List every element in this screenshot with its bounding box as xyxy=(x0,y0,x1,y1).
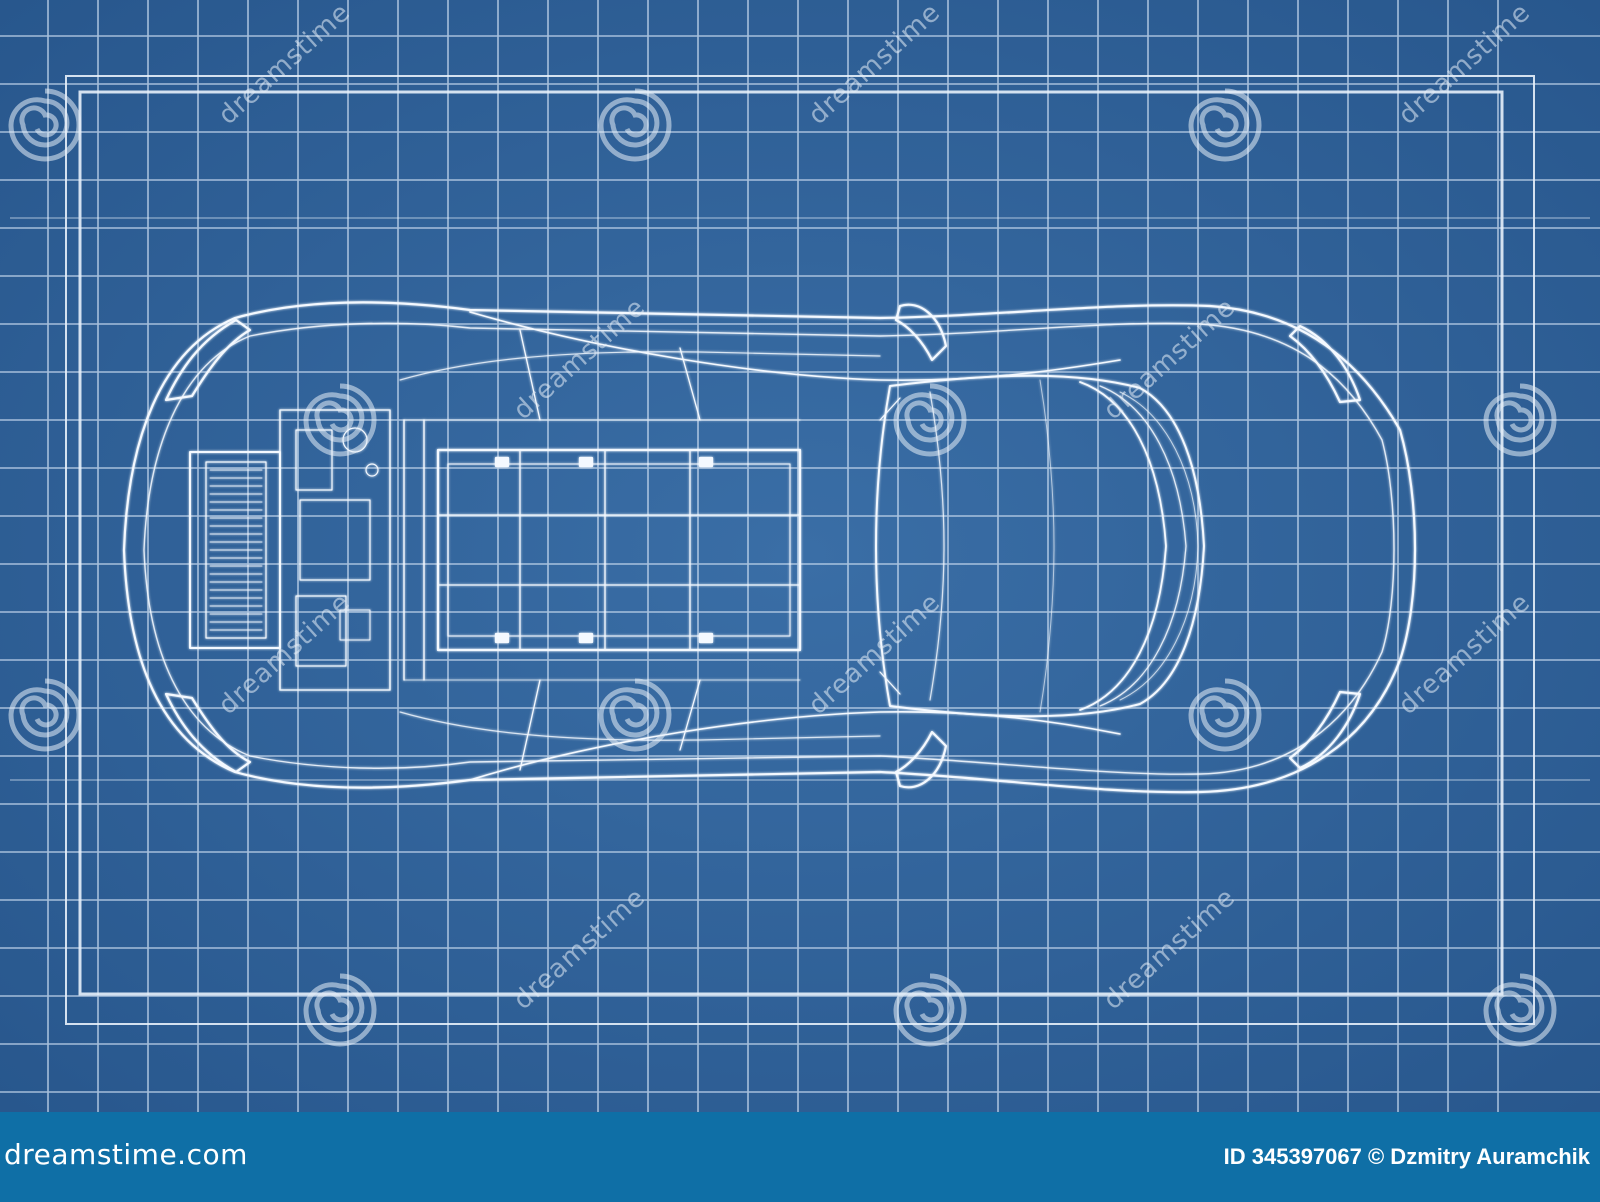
watermark-swirl-icon xyxy=(1483,383,1557,457)
watermark-swirl-icon xyxy=(598,88,672,162)
watermark-swirl-icon xyxy=(303,973,377,1047)
watermark-swirl-icon xyxy=(893,973,967,1047)
car-outline xyxy=(122,301,1417,794)
watermark-swirl-icon xyxy=(1188,88,1262,162)
footer-logo[interactable]: dreamstime.com xyxy=(4,1138,248,1171)
watermark-swirl-icon xyxy=(303,383,377,457)
watermark-swirl-icon xyxy=(8,678,82,752)
watermark-swirl-icon xyxy=(893,383,967,457)
footer-credit: ID 345397067 © Dzmitry Auramchik xyxy=(1223,1144,1590,1169)
watermark-swirl-icon xyxy=(8,88,82,162)
grid-lines xyxy=(0,0,1600,1112)
watermark-swirl-icon xyxy=(1483,973,1557,1047)
car-blueprint-drawing: dreamstimedreamstimedreamstimedreamstime… xyxy=(0,0,1600,1112)
footer-bar: dreamstime.com ID 345397067 © Dzmitry Au… xyxy=(0,1112,1600,1202)
watermark-swirl-icon xyxy=(1188,678,1262,752)
watermark-swirl-icon xyxy=(598,678,672,752)
